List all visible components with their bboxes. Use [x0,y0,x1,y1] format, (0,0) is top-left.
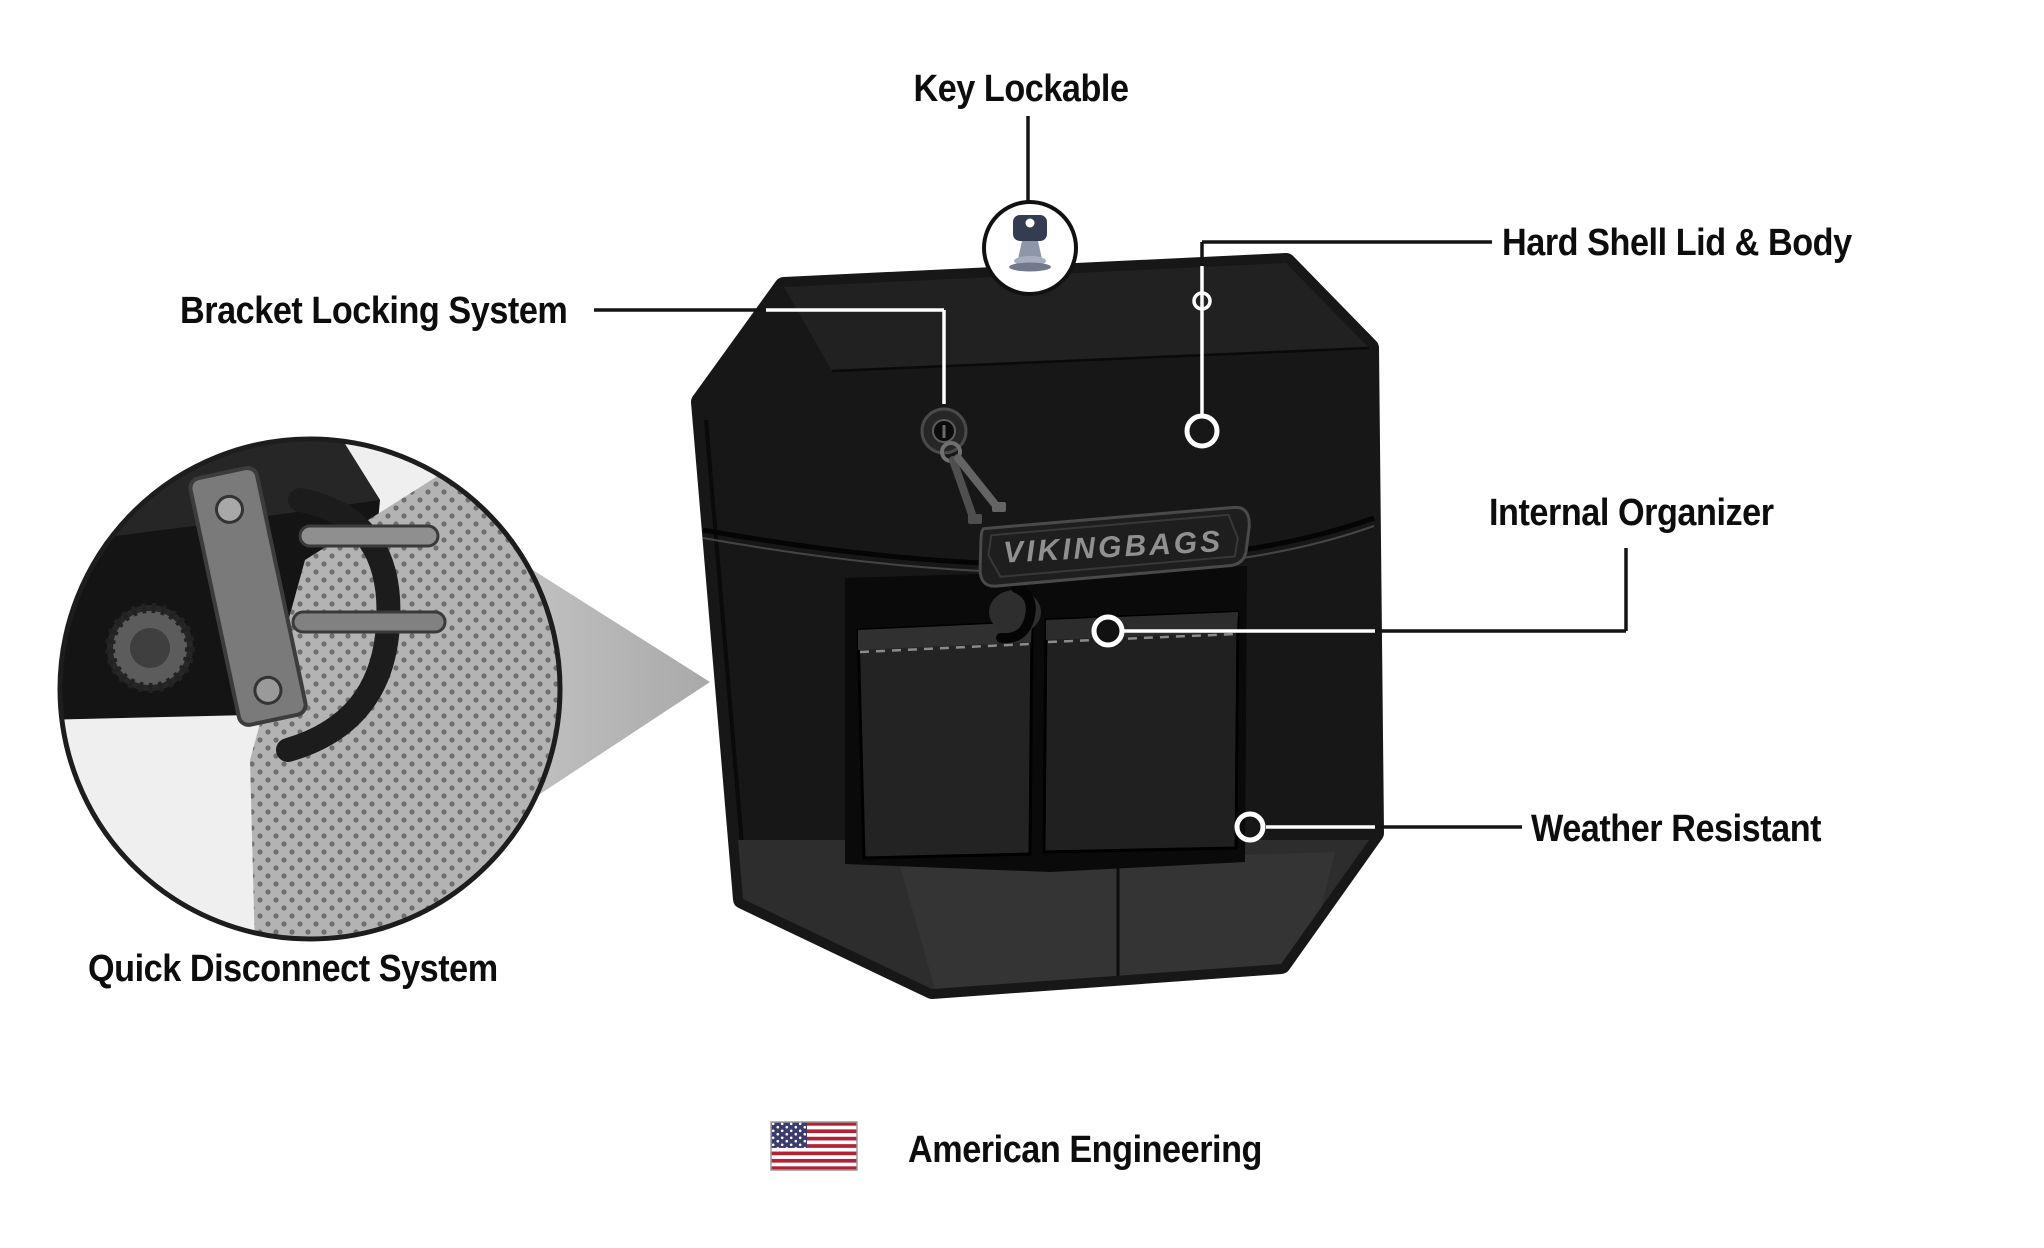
bracket-plate [188,465,308,727]
weather-resistant-connector [1234,811,1522,843]
hard-shell-connector [1184,240,1492,449]
organizer-hook [996,583,1036,644]
footer-american-engineering-text: American Engineering [908,1129,1262,1171]
callout-internal-organizer-text: Internal Organizer [1489,492,1774,534]
callout-hard-shell-text: Hard Shell Lid & Body [1502,222,1852,264]
callout-weather-resistant: Weather Resistant [1531,808,1853,852]
us-flag-icon [770,1121,858,1171]
bracket-locking-connector [594,308,946,404]
bag-lock [920,407,1006,524]
internal-organizer-pockets [845,566,1247,872]
callout-quick-disconnect: Quick Disconnect System [88,948,543,992]
callout-bracket-locking-text: Bracket Locking System [180,290,568,332]
callout-bracket-locking: Bracket Locking System [180,290,610,334]
saddlebag-illustration: VIKINGBAGS [691,253,1384,999]
footer-american-engineering: American Engineering [908,1129,1301,1173]
quick-disconnect-inset-photo [60,439,560,939]
callout-key-lockable: Key Lockable [902,68,1141,112]
callout-key-lockable-text: Key Lockable [913,68,1129,110]
key-icon [1009,215,1051,272]
callout-quick-disconnect-text: Quick Disconnect System [88,948,498,990]
brand-nameplate: VIKINGBAGS [978,505,1251,588]
callout-internal-organizer: Internal Organizer [1489,492,1805,536]
key-badge [982,116,1078,296]
quick-disconnect-inset [57,436,563,942]
internal-organizer-connector [1091,548,1628,648]
callout-weather-resistant-text: Weather Resistant [1531,808,1822,850]
callout-hard-shell: Hard Shell Lid & Body [1502,222,1891,266]
bag-lid-top-face [784,263,1369,371]
